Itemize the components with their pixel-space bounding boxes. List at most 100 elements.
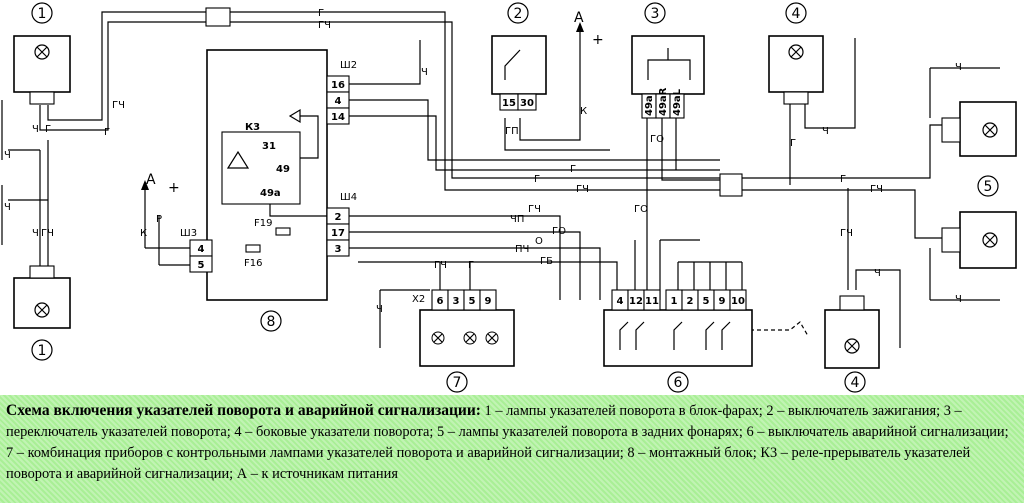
svg-text:Г: Г bbox=[534, 174, 540, 185]
callout-4-top: 4 bbox=[785, 2, 807, 24]
side-repeater-4-bottom bbox=[824, 295, 880, 369]
svg-text:1: 1 bbox=[671, 296, 678, 307]
svg-text:Ч: Ч bbox=[4, 150, 11, 161]
figure-caption: Схема включения указателей поворота и ав… bbox=[0, 395, 1024, 503]
svg-text:А: А bbox=[146, 172, 156, 188]
svg-text:9: 9 bbox=[719, 296, 726, 307]
callout-6: 6 bbox=[667, 371, 689, 393]
side-repeater-4-top bbox=[768, 35, 824, 105]
callout-7: 7 bbox=[446, 371, 468, 393]
svg-text:Г: Г bbox=[318, 8, 324, 19]
headlamp-1-top bbox=[13, 35, 71, 105]
connector-rear bbox=[719, 173, 743, 197]
svg-text:15: 15 bbox=[502, 98, 516, 109]
svg-text:Ч: Ч bbox=[4, 202, 11, 213]
svg-text:2: 2 bbox=[335, 212, 342, 223]
svg-text:Х2: Х2 bbox=[412, 294, 425, 305]
svg-text:31: 31 bbox=[262, 141, 276, 152]
connector-sh2: Ш2 16 4 14 bbox=[326, 60, 357, 125]
svg-text:Г: Г bbox=[840, 174, 846, 185]
svg-text:10: 10 bbox=[731, 296, 745, 307]
svg-text:ГЧ: ГЧ bbox=[528, 204, 541, 215]
callout-1-top: 1 bbox=[31, 2, 53, 24]
svg-text:К3: К3 bbox=[245, 122, 260, 133]
callout-5: 5 bbox=[977, 175, 999, 197]
svg-text:4: 4 bbox=[792, 6, 801, 22]
svg-text:ГО: ГО bbox=[552, 226, 566, 237]
svg-text:ЧП: ЧП bbox=[510, 214, 524, 225]
svg-text:Ч: Ч bbox=[32, 228, 39, 239]
svg-text:Ш2: Ш2 bbox=[340, 60, 357, 71]
svg-text:7: 7 bbox=[453, 375, 462, 391]
svg-text:4: 4 bbox=[851, 375, 860, 391]
svg-text:3: 3 bbox=[335, 244, 342, 255]
svg-text:9: 9 bbox=[485, 296, 492, 307]
svg-text:14: 14 bbox=[331, 112, 345, 123]
wires bbox=[1, 11, 1000, 348]
svg-text:49аR: 49аR bbox=[658, 87, 669, 116]
svg-text:5: 5 bbox=[984, 179, 993, 195]
svg-text:ГБ: ГБ bbox=[540, 256, 553, 267]
svg-text:Ч: Ч bbox=[822, 126, 829, 137]
callout-4-bottom: 4 bbox=[844, 371, 866, 393]
svg-text:2: 2 bbox=[687, 296, 694, 307]
svg-text:F16: F16 bbox=[244, 258, 262, 269]
svg-text:Ш3: Ш3 bbox=[180, 228, 197, 239]
hazard-switch-6: 4 12 11 1 2 5 9 10 bbox=[603, 289, 753, 367]
svg-text:11: 11 bbox=[645, 296, 659, 307]
svg-text:Ч: Ч bbox=[955, 294, 962, 305]
svg-text:16: 16 bbox=[331, 80, 345, 91]
power-source-a-left: А + bbox=[141, 172, 180, 200]
callout-2: 2 bbox=[507, 2, 529, 24]
svg-text:К: К bbox=[580, 106, 587, 117]
svg-text:49а: 49а bbox=[644, 95, 655, 116]
callout-1-bottom: 1 bbox=[31, 339, 53, 361]
svg-text:4: 4 bbox=[617, 296, 624, 307]
svg-text:ПЧ: ПЧ bbox=[515, 244, 529, 255]
svg-text:30: 30 bbox=[520, 98, 534, 109]
svg-text:6: 6 bbox=[674, 375, 683, 391]
turn-switch-3: 49а 49аR 49аL bbox=[631, 35, 705, 119]
svg-text:17: 17 bbox=[331, 228, 345, 239]
svg-text:ГО: ГО bbox=[650, 134, 664, 145]
svg-text:1: 1 bbox=[38, 343, 47, 359]
mounting-block-8: К3 31 49 49а F19 F16 bbox=[206, 49, 330, 301]
svg-text:8: 8 bbox=[267, 314, 276, 330]
svg-text:Ч: Ч bbox=[421, 67, 428, 78]
svg-text:ГЧ: ГЧ bbox=[112, 100, 125, 111]
svg-text:Г: Г bbox=[104, 127, 110, 138]
caption-body: 1 – лампы указателей поворота в блок-фар… bbox=[6, 403, 1009, 482]
svg-text:ГЧ: ГЧ bbox=[41, 228, 54, 239]
svg-text:Ч: Ч bbox=[376, 304, 383, 315]
svg-text:49: 49 bbox=[276, 164, 290, 175]
svg-text:ГЧ: ГЧ bbox=[576, 184, 589, 195]
svg-text:ГЧ: ГЧ bbox=[840, 228, 853, 239]
svg-text:ГЧ: ГЧ bbox=[318, 20, 331, 31]
callout-8: 8 bbox=[260, 310, 282, 332]
svg-text:6: 6 bbox=[437, 296, 444, 307]
svg-text:49а: 49а bbox=[260, 188, 281, 199]
callout-3: 3 bbox=[644, 2, 666, 24]
svg-text:ГО: ГО bbox=[634, 204, 648, 215]
svg-text:12: 12 bbox=[629, 296, 643, 307]
svg-text:Г: Г bbox=[45, 124, 51, 135]
connector-sh4: Ш4 2 17 3 bbox=[326, 192, 357, 257]
svg-text:+: + bbox=[168, 180, 180, 196]
svg-text:49аL: 49аL bbox=[672, 88, 683, 116]
svg-text:Г: Г bbox=[570, 164, 576, 175]
svg-text:ГЧ: ГЧ bbox=[870, 184, 883, 195]
svg-text:+: + bbox=[592, 32, 604, 48]
rear-lamp-5-lower bbox=[941, 211, 1017, 269]
wire-labels: Г ГЧ ГЧ Г Ч Г Ч ГЧ Ч Ч Ч ГП К ГО ГО Г Ч … bbox=[4, 8, 962, 315]
caption-title: Схема включения указателей поворота и ав… bbox=[6, 402, 481, 419]
svg-text:Г: Г bbox=[468, 260, 474, 271]
svg-text:ГП: ГП bbox=[505, 126, 519, 137]
svg-text:4: 4 bbox=[335, 96, 342, 107]
svg-text:5: 5 bbox=[703, 296, 710, 307]
svg-text:Ч: Ч bbox=[32, 124, 39, 135]
svg-text:F19: F19 bbox=[254, 218, 272, 229]
svg-text:Г: Г bbox=[790, 138, 796, 149]
svg-text:ГЧ: ГЧ bbox=[434, 260, 447, 271]
svg-text:4: 4 bbox=[198, 244, 205, 255]
